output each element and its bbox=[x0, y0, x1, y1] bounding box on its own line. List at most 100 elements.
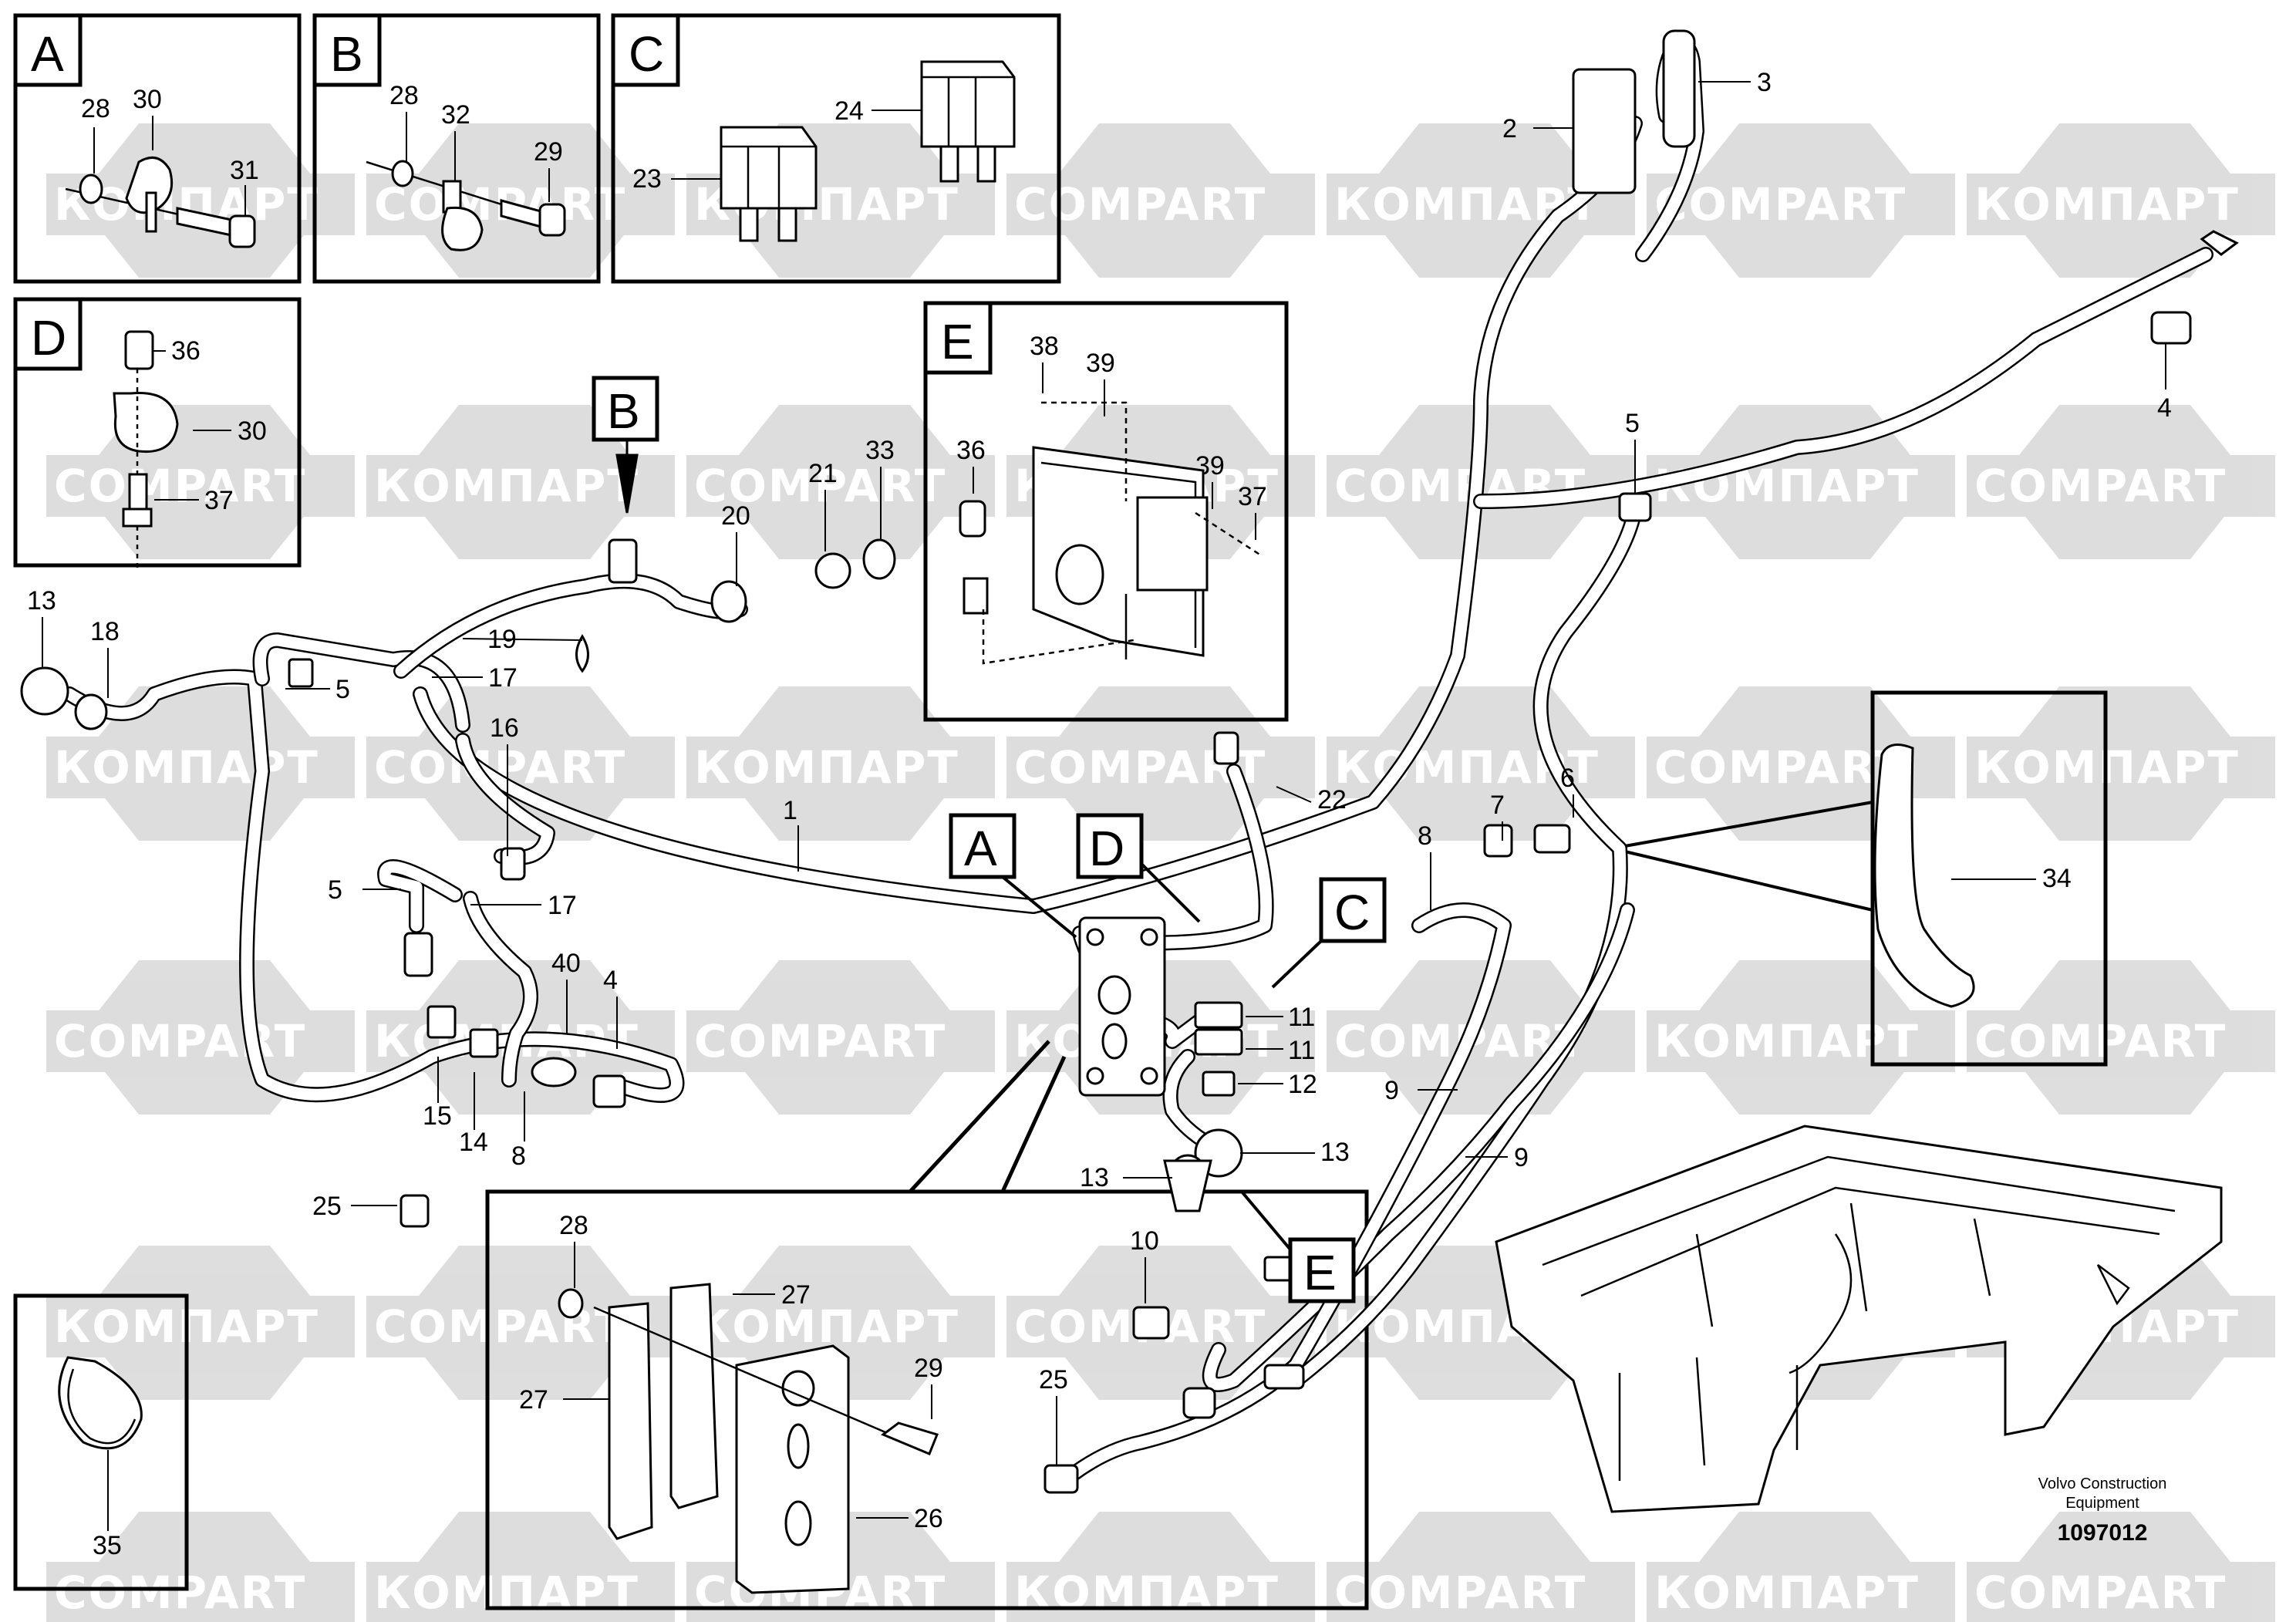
watermark-tile: КОМПАРТ bbox=[1967, 686, 2275, 841]
inset-e: E 38 39 36 39 37 bbox=[923, 301, 1289, 722]
label-29: 29 bbox=[914, 1354, 943, 1383]
inset-a: A 28 30 31 bbox=[13, 13, 302, 284]
watermark-tile: КОМПАРТ bbox=[1647, 1512, 1955, 1622]
label-31: 31 bbox=[230, 156, 259, 185]
label-28: 28 bbox=[559, 1211, 588, 1240]
watermark-text: COMPART bbox=[54, 460, 306, 512]
watermark-text: COMPART bbox=[1974, 460, 2227, 512]
inset-letter-d: D bbox=[31, 310, 66, 366]
watermark-text: COMPART bbox=[54, 1015, 306, 1067]
watermark-tile: COMPART bbox=[1647, 123, 1955, 278]
watermark-tile: COMPART bbox=[1006, 123, 1315, 278]
callout-a: A bbox=[964, 821, 997, 876]
watermark-text: COMPART bbox=[1974, 1015, 2227, 1067]
label-4: 4 bbox=[603, 966, 618, 995]
label-21: 21 bbox=[808, 459, 838, 488]
watermark-tile: COMPART bbox=[366, 123, 675, 278]
watermark-tile: COMPART bbox=[1327, 1512, 1635, 1622]
label-30: 30 bbox=[133, 85, 162, 114]
watermark-tile: COMPART bbox=[1006, 686, 1315, 841]
label-20: 20 bbox=[721, 501, 750, 531]
watermark-text: КОМПАРТ bbox=[1654, 1015, 1920, 1067]
watermark-tile: КОМПАРТ bbox=[1647, 405, 1955, 559]
label-5: 5 bbox=[1625, 409, 1640, 438]
watermark-tile: COMPART bbox=[1967, 1512, 2275, 1622]
label-28: 28 bbox=[81, 94, 110, 123]
watermark-text: КОМПАРТ bbox=[1654, 1566, 1920, 1619]
watermark-text: COMPART bbox=[694, 460, 946, 512]
inset-letter-a: A bbox=[31, 26, 64, 82]
inset-letter-c: C bbox=[629, 26, 664, 82]
watermark-tile: COMPART bbox=[1967, 405, 2275, 559]
watermark-tile: COMPART bbox=[1327, 960, 1635, 1114]
part-labels: 13 18 5 17 19 20 21 33 16 5 17 1 40 4 15… bbox=[27, 68, 2172, 1465]
label-13: 13 bbox=[1080, 1163, 1109, 1192]
label-9: 9 bbox=[1384, 1076, 1399, 1105]
label-36: 36 bbox=[171, 336, 201, 366]
drawing-number: 1097012 bbox=[2058, 1520, 2148, 1546]
watermark-tile: КОМПАРТ bbox=[1647, 960, 1955, 1114]
callout-e: E bbox=[1303, 1245, 1337, 1300]
inset-clamp: 35 bbox=[13, 1293, 189, 1591]
inset-b: B 28 32 29 bbox=[312, 13, 601, 284]
watermark-text: COMPART bbox=[1974, 1566, 2227, 1619]
label-39: 39 bbox=[1086, 349, 1115, 378]
label-7: 7 bbox=[1490, 791, 1505, 820]
label-27: 27 bbox=[519, 1385, 548, 1415]
watermark-text: КОМПАРТ bbox=[1974, 178, 2240, 231]
watermark-text: COMPART bbox=[54, 1566, 306, 1619]
watermark-tile: КОМПАРТ bbox=[686, 686, 995, 841]
inset-c: C 24 23 bbox=[611, 13, 1061, 284]
label-13: 13 bbox=[1320, 1138, 1350, 1167]
label-3: 3 bbox=[1757, 68, 1772, 97]
label-36: 36 bbox=[956, 436, 986, 465]
label-11: 11 bbox=[1288, 1036, 1315, 1065]
watermark-text: КОМПАРТ bbox=[54, 741, 319, 794]
label-28: 28 bbox=[389, 81, 419, 110]
label-6: 6 bbox=[1560, 764, 1575, 793]
label-25: 25 bbox=[312, 1192, 342, 1221]
label-17: 17 bbox=[548, 891, 577, 920]
callout-b: B bbox=[607, 383, 640, 439]
label-13: 13 bbox=[27, 586, 56, 615]
label-30: 30 bbox=[238, 416, 267, 446]
label-12: 12 bbox=[1288, 1070, 1317, 1099]
watermark-tile: КОМПАРТ bbox=[1006, 1512, 1315, 1622]
watermark-text: КОМПАРТ bbox=[694, 1300, 959, 1353]
label-5: 5 bbox=[328, 875, 342, 905]
watermark-tile: COMPART bbox=[366, 1246, 675, 1400]
main-harness bbox=[20, 29, 2239, 1494]
machine-frame-illustration bbox=[1495, 1125, 2223, 1513]
watermark-text: COMPART bbox=[1654, 178, 1907, 231]
watermark-text: COMPART bbox=[1014, 178, 1266, 231]
label-9: 9 bbox=[1514, 1143, 1529, 1172]
inset-letter-e: E bbox=[941, 314, 974, 369]
label-37: 37 bbox=[1238, 482, 1267, 511]
label-23: 23 bbox=[632, 164, 662, 194]
caption: Volvo Construction Equipment 1097012 bbox=[2038, 1475, 2167, 1546]
watermark-tile: COMPART bbox=[686, 405, 995, 559]
label-17: 17 bbox=[488, 663, 518, 693]
label-2: 2 bbox=[1502, 114, 1517, 143]
watermark-tile: COMPART bbox=[686, 960, 995, 1114]
label-1: 1 bbox=[783, 796, 797, 825]
watermark-tile: КОМПАРТ bbox=[366, 1512, 675, 1622]
label-32: 32 bbox=[441, 100, 470, 130]
label-15: 15 bbox=[423, 1101, 452, 1131]
watermark-text: COMPART bbox=[374, 1300, 626, 1353]
label-35: 35 bbox=[93, 1531, 122, 1560]
caption-line2: Equipment bbox=[2065, 1495, 2139, 1512]
watermark-text: КОМПАРТ bbox=[374, 460, 639, 512]
label-18: 18 bbox=[90, 617, 120, 646]
watermark-text: КОМПАРТ bbox=[1014, 1566, 1279, 1619]
watermark-tile: COMPART bbox=[46, 1512, 355, 1622]
watermark-text: COMPART bbox=[694, 1015, 946, 1067]
inset-bracket: 28 27 27 29 26 bbox=[485, 1040, 1369, 1610]
watermark-text: COMPART bbox=[1334, 1566, 1586, 1619]
label-27: 27 bbox=[781, 1280, 811, 1310]
label-8: 8 bbox=[1418, 821, 1432, 851]
label-26: 26 bbox=[914, 1504, 943, 1533]
label-33: 33 bbox=[865, 436, 895, 465]
caption-line1: Volvo Construction bbox=[2038, 1475, 2167, 1492]
